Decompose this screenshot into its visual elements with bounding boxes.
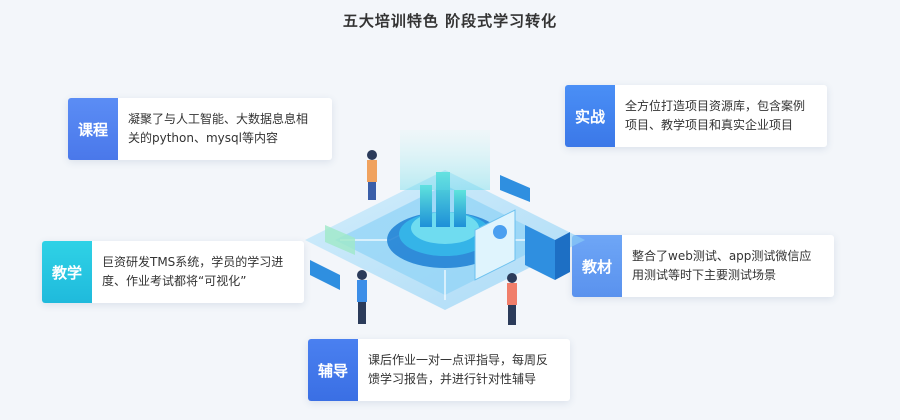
person-head-shape: [507, 273, 517, 283]
person-legs-shape: [358, 302, 366, 324]
glow-beam-shape: [400, 130, 490, 190]
feature-card-kecheng: 课程 凝聚了与人工智能、大数据息息相关的python、mysql等内容: [68, 98, 332, 160]
isometric-data-illustration: [305, 130, 585, 325]
feature-card-shizhan: 实战 全方位打造项目资源库，包含案例项目、教学项目和真实企业项目: [565, 85, 827, 147]
server-rack-shape: [555, 232, 570, 280]
server-rack-shape: [525, 225, 555, 280]
description-line: 凝聚了与人工智能、大数据息息相: [128, 112, 309, 126]
person-body-shape: [357, 280, 367, 302]
feature-description: 整合了web测试、app测试微信应用测试等时下主要测试场景: [622, 235, 821, 297]
device-left-shape: [310, 260, 340, 290]
description-line: 馈学习报告，并进行针对性辅导: [368, 372, 537, 386]
person-head-shape: [367, 150, 377, 160]
description-line: 项目、教学项目和真实企业项目: [625, 118, 794, 132]
person-body-shape: [367, 160, 377, 182]
person-legs-shape: [508, 305, 516, 325]
tower-shape: [454, 190, 466, 227]
feature-card-fudao: 辅导 课后作业一对一点评指导，每周反馈学习报告，并进行针对性辅导: [308, 339, 570, 401]
feature-badge: 辅导: [308, 339, 358, 401]
description-line: 全方位打造项目资源库，包含案例: [625, 99, 806, 113]
pie-shape: [493, 225, 507, 239]
feature-description: 凝聚了与人工智能、大数据息息相关的python、mysql等内容: [118, 98, 318, 160]
feature-badge: 教材: [572, 235, 622, 297]
laptop-shape: [500, 175, 530, 202]
feature-description: 巨资研发TMS系统，学员的学习进度、作业考试都将“可视化”: [92, 241, 293, 303]
feature-description: 课后作业一对一点评指导，每周反馈学习报告，并进行针对性辅导: [358, 339, 558, 401]
feature-badge: 实战: [565, 85, 615, 147]
device-left-shape: [325, 225, 355, 255]
description-line: 度、作业考试都将“可视化”: [102, 274, 247, 288]
description-line: 整合了web测试、app测试微信应: [632, 249, 812, 263]
feature-description: 全方位打造项目资源库，包含案例项目、教学项目和真实企业项目: [615, 85, 815, 147]
feature-badge: 教学: [42, 241, 92, 303]
feature-badge: 课程: [68, 98, 118, 160]
person-body-shape: [507, 283, 517, 305]
tower-shape: [420, 185, 432, 227]
person-legs-shape: [368, 182, 376, 200]
page-title: 五大培训特色 阶段式学习转化: [342, 12, 558, 30]
feature-card-jiaoxue: 教学 巨资研发TMS系统，学员的学习进度、作业考试都将“可视化”: [42, 241, 304, 303]
feature-card-jiaocai: 教材 整合了web测试、app测试微信应用测试等时下主要测试场景: [572, 235, 834, 297]
description-line: 巨资研发TMS系统，学员的学习进: [102, 255, 284, 269]
description-line: 用测试等时下主要测试场景: [632, 268, 777, 282]
description-line: 课后作业一对一点评指导，每周反: [368, 353, 549, 367]
person-head-shape: [357, 270, 367, 280]
description-line: 关的python、mysql等内容: [128, 131, 278, 145]
